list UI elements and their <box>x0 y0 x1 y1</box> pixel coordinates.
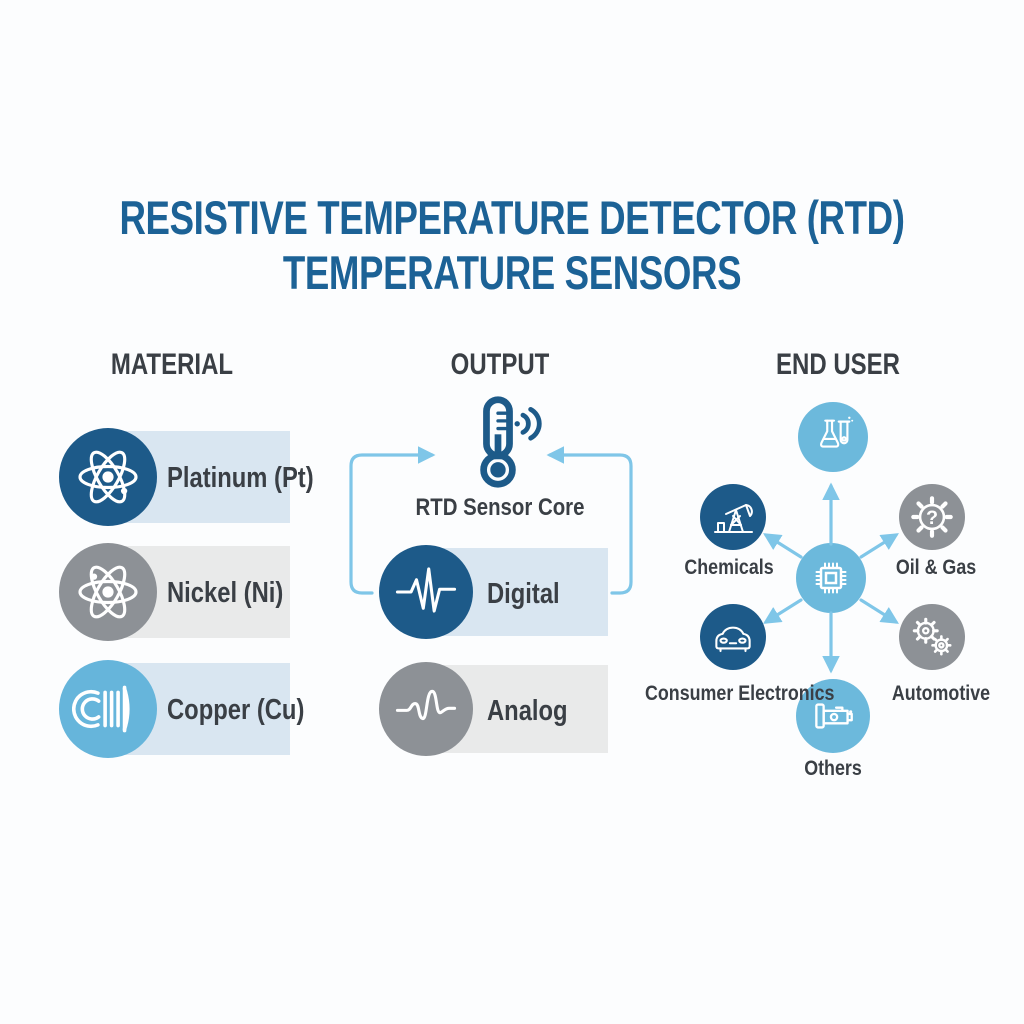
page-title-line1: RESISTIVE TEMPERATURE DETECTOR (RTD) <box>119 191 905 244</box>
gears-icon <box>899 604 965 670</box>
end-user-label-automotive: Automotive <box>891 682 991 705</box>
output-label-digital: Digital <box>487 578 560 610</box>
end-user-label-consumer-electronics: Consumer Electronics <box>645 682 835 705</box>
engine-icon <box>796 679 870 753</box>
analog-waveform-icon <box>379 662 473 756</box>
coil-icon <box>59 660 157 758</box>
thermometer-signal-icon <box>450 394 546 490</box>
svg-text:?: ? <box>926 507 938 529</box>
end-user-label-others: Others <box>804 757 862 780</box>
column-header-end-user: END USER <box>775 348 901 381</box>
gear-question-icon: ? <box>899 484 965 550</box>
chip-icon <box>796 543 866 613</box>
column-header-material: MATERIAL <box>110 348 234 381</box>
atom-icon <box>59 543 157 641</box>
digital-waveform-icon <box>379 545 473 639</box>
material-label-copper: Copper (Cu) <box>167 694 305 726</box>
material-label-platinum: Platinum (Pt) <box>167 462 314 494</box>
output-label-analog: Analog <box>487 695 568 727</box>
page-title-line2: TEMPERATURE SENSORS <box>282 246 742 299</box>
flasks-icon <box>798 402 868 472</box>
rtd-sensor-core-label: RTD Sensor Core <box>415 494 585 521</box>
page-title: RESISTIVE TEMPERATURE DETECTOR (RTD) TEM… <box>113 190 912 300</box>
material-label-nickel: Nickel (Ni) <box>167 577 284 609</box>
end-user-label-oil-gas: Oil & Gas <box>895 556 977 579</box>
end-user-label-chemicals: Chemicals <box>684 556 774 579</box>
car-icon <box>700 604 766 670</box>
oil-pumpjack-icon <box>700 484 766 550</box>
atom-icon <box>59 428 157 526</box>
column-header-output: OUTPUT <box>450 348 550 381</box>
